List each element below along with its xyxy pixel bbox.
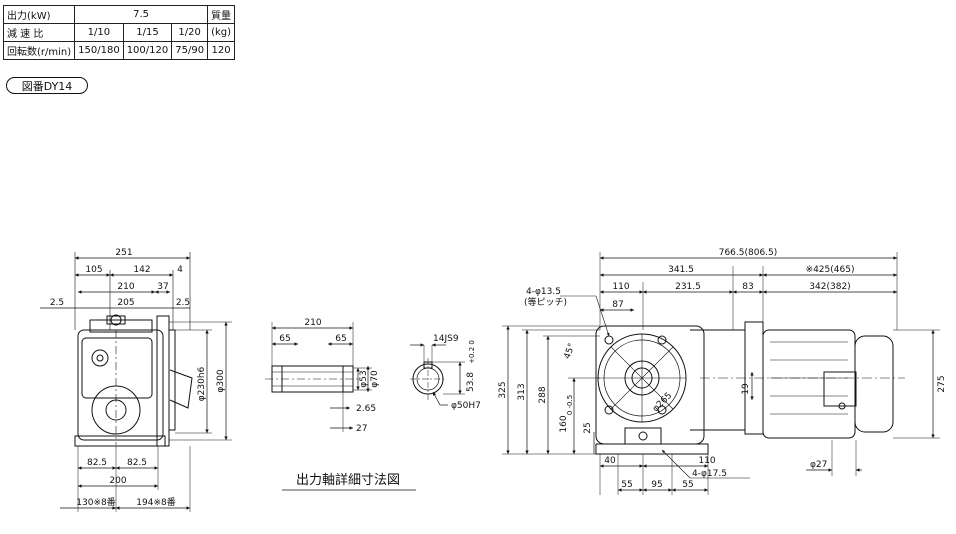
bore-tolerance: +0.2 0 bbox=[468, 340, 476, 364]
dim-251: 251 bbox=[115, 248, 132, 258]
dim-2-5-left: 2.5 bbox=[50, 298, 64, 308]
dim-194: 194※8番 bbox=[136, 496, 175, 508]
bore-key-width: 14JS9 bbox=[433, 334, 459, 344]
shaft-dim-phi70: φ70 bbox=[370, 370, 380, 388]
side-dim-160: 160 bbox=[559, 415, 569, 432]
bore-detail-labels: 14JS9 +0.2 0 53.8 φ50H7 bbox=[433, 334, 481, 411]
detail-title: 出力軸詳細寸法図 bbox=[296, 472, 400, 488]
side-dim-87: 87 bbox=[612, 300, 623, 310]
bore-dim-53-8: 53.8 bbox=[466, 372, 476, 392]
side-dim-342: 342(382) bbox=[809, 282, 850, 292]
side-holes-bottom: 4-φ17.5 bbox=[692, 469, 727, 479]
dim-4: 4 bbox=[177, 265, 183, 275]
side-dim-231-5: 231.5 bbox=[675, 282, 701, 292]
shaft-dim-phi53: φ53 bbox=[359, 370, 369, 387]
side-dim-425: ※425(465) bbox=[806, 265, 855, 275]
dim-82-5-b: 82.5 bbox=[127, 458, 147, 468]
dim-105: 105 bbox=[85, 265, 102, 275]
shaft-dim-27: 27 bbox=[356, 424, 367, 434]
drawing-number-badge: 図番DY14 bbox=[6, 77, 88, 94]
dim-37: 37 bbox=[157, 282, 168, 292]
side-view bbox=[502, 252, 940, 495]
shaft-detail-labels: 210 65 65 φ53 φ70 2.65 27 bbox=[279, 318, 380, 434]
side-dim-325: 325 bbox=[498, 381, 508, 398]
side-dim-110-b: 110 bbox=[698, 456, 715, 466]
side-dim-40: 40 bbox=[604, 456, 616, 466]
dim-2-5-right: 2.5 bbox=[176, 298, 190, 308]
side-dim-160-tol: 0 -0.5 bbox=[566, 395, 574, 415]
side-dim-95: 95 bbox=[651, 480, 662, 490]
side-dim-25: 25 bbox=[583, 422, 593, 433]
end-view bbox=[40, 252, 232, 512]
side-angle-45: 45° bbox=[563, 342, 578, 360]
side-dim-766-5: 766.5(806.5) bbox=[719, 248, 778, 258]
bore-detail-view bbox=[410, 343, 465, 406]
side-view-labels: 766.5(806.5) 341.5 ※425(465) 110 231.5 8… bbox=[498, 248, 947, 490]
side-dim-phi27: φ27 bbox=[810, 460, 827, 470]
speed-label: 回転数(r/min) bbox=[2, 41, 76, 60]
side-dim-19: 19 bbox=[741, 383, 751, 395]
dim-142: 142 bbox=[133, 265, 150, 275]
side-dim-275: 275 bbox=[937, 375, 947, 392]
mass-value: 120 bbox=[207, 41, 236, 60]
dim-phi300: φ300 bbox=[216, 369, 226, 392]
end-view-labels: 251 105 142 4 210 37 2.5 205 2.5 φ230h6 … bbox=[50, 248, 226, 508]
shaft-dim-2-65: 2.65 bbox=[356, 404, 376, 414]
side-holes-top-note: (等ピッチ) bbox=[524, 296, 567, 308]
bore-dim-phi50: φ50H7 bbox=[451, 401, 481, 411]
side-dim-55-a: 55 bbox=[621, 480, 632, 490]
dim-205: 205 bbox=[117, 298, 134, 308]
side-dim-288: 288 bbox=[538, 386, 548, 403]
shaft-dim-210: 210 bbox=[304, 318, 321, 328]
spec-table: 出力(kW) 7.5 質量 減 速 比 1/10 1/15 1/20 (kg) … bbox=[2, 5, 236, 60]
side-dim-55-b: 55 bbox=[682, 480, 693, 490]
shaft-detail-view bbox=[265, 322, 372, 432]
dim-210: 210 bbox=[117, 282, 134, 292]
shaft-dim-65-a: 65 bbox=[279, 334, 290, 344]
dim-130: 130※8番 bbox=[76, 496, 115, 508]
side-dim-341-5: 341.5 bbox=[668, 265, 694, 275]
dim-200: 200 bbox=[109, 476, 126, 486]
side-dim-83: 83 bbox=[742, 282, 753, 292]
side-holes-top: 4-φ13.5 bbox=[526, 287, 561, 297]
dim-82-5-a: 82.5 bbox=[87, 458, 107, 468]
speed-3: 75/90 bbox=[171, 41, 209, 60]
shaft-dim-65-b: 65 bbox=[335, 334, 346, 344]
side-dim-110: 110 bbox=[612, 282, 629, 292]
side-dim-313: 313 bbox=[517, 383, 527, 400]
dim-phi230: φ230h6 bbox=[197, 366, 207, 401]
